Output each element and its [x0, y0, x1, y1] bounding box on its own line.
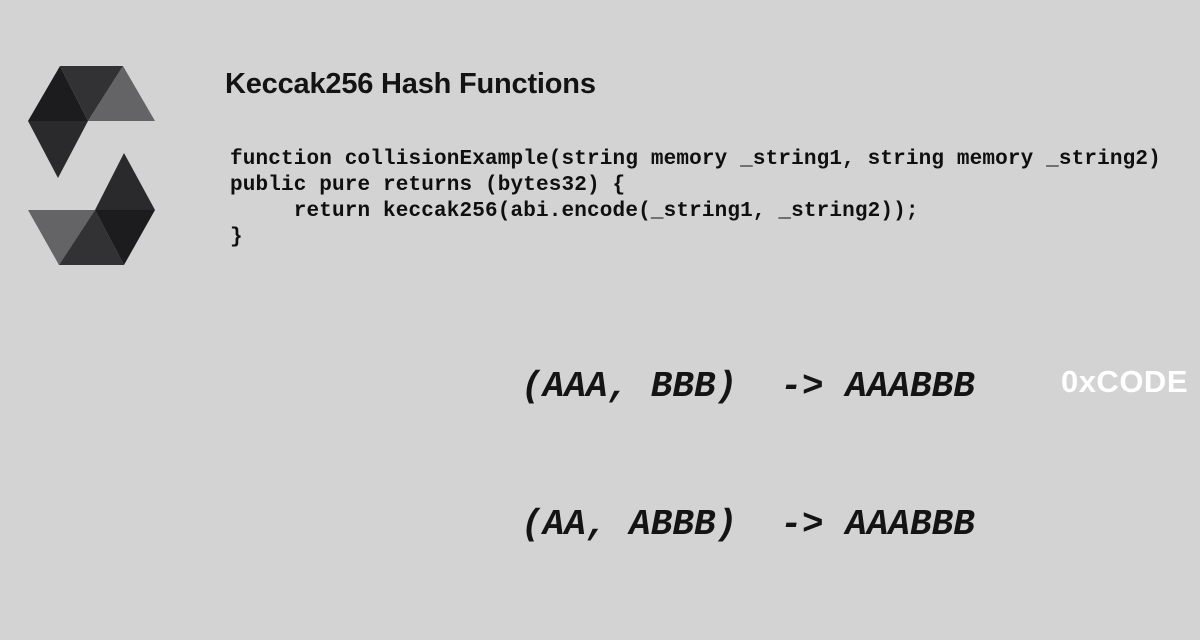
logo-top-right-triangle	[88, 66, 155, 121]
logo-bottom-left-triangle	[28, 210, 95, 265]
code-line-1: function collisionExample(string memory …	[230, 148, 1161, 171]
code-line-3: return keccak256(abi.encode(_string1, _s…	[230, 200, 919, 223]
brand-watermark: 0xCODE	[1060, 364, 1188, 399]
code-snippet: function collisionExample(string memory …	[230, 147, 1161, 251]
code-line-4: }	[230, 226, 243, 249]
logo-top-left-triangle	[28, 66, 88, 121]
logo-bottom-right-triangle	[95, 210, 155, 265]
code-line-2: public pure returns (bytes32) {	[230, 174, 626, 197]
logo-top-hanging-triangle	[28, 121, 88, 178]
solidity-logo-icon	[28, 66, 155, 265]
logo-bottom-apex-triangle	[95, 153, 155, 210]
hash-collision-results: (AAA, BBB) -> AAABBB (AA, ABBB) -> AAABB…	[398, 272, 1098, 640]
logo-bottom-middle-triangle	[59, 210, 124, 265]
slide-canvas: Keccak256 Hash Functions function collis…	[28, 66, 1188, 545]
logo-top-middle-triangle	[60, 66, 123, 121]
page-title: Keccak256 Hash Functions	[225, 68, 596, 100]
result-line-2: (AA, ABBB) -> AAABBB	[521, 504, 975, 545]
result-line-1: (AAA, BBB) -> AAABBB	[521, 366, 975, 407]
